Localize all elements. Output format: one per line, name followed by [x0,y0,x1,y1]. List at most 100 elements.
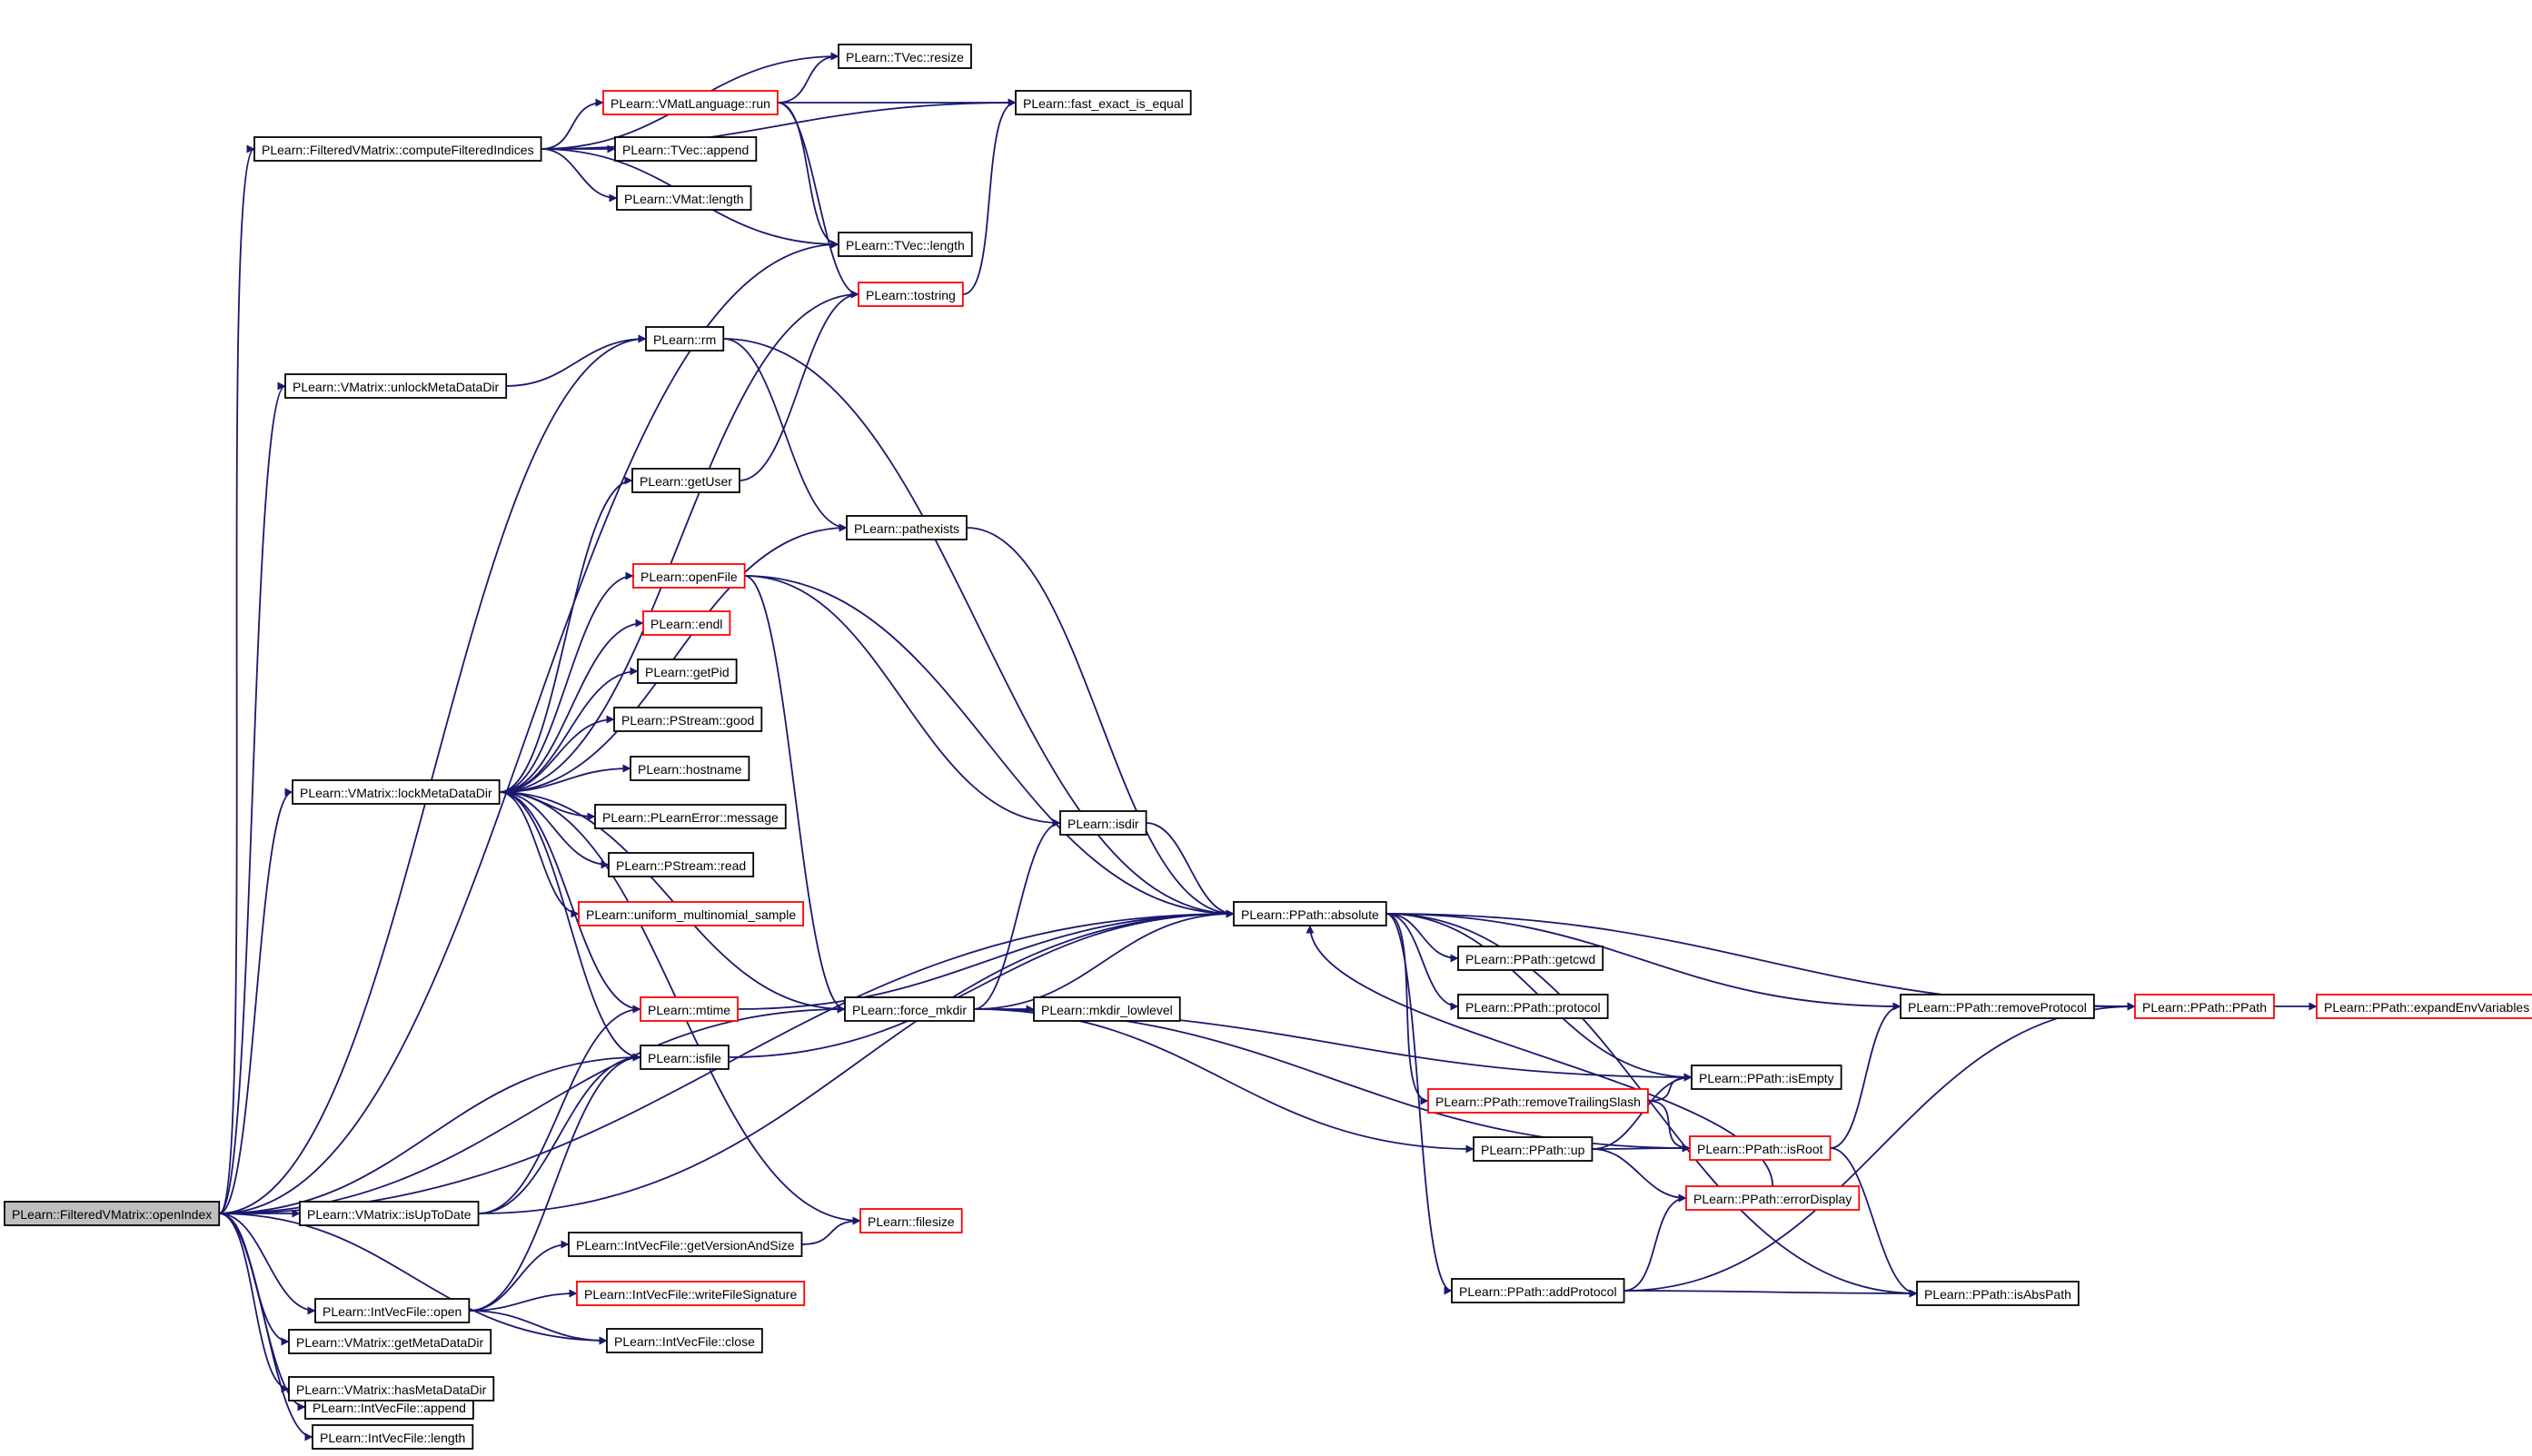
node-fast-exact-is-equal[interactable]: PLearn::fast_exact_is_equal [1015,90,1192,115]
node-ivf-length[interactable]: PLearn::IntVecFile::length [312,1424,474,1450]
edge-openIndex-to-computeFilteredIndices [218,144,255,1214]
node-ivf-getVersionAndSize[interactable]: PLearn::IntVecFile::getVersionAndSize [568,1232,803,1257]
node-vmat-length[interactable]: PLearn::VMat::length [616,185,752,211]
edge-arrow [974,909,1235,1010]
node-lockMetaDataDir[interactable]: PLearn::VMatrix::lockMetaDataDir [292,779,501,805]
node-getPid[interactable]: PLearn::getPid [637,659,738,684]
node-pathexists[interactable]: PLearn::pathexists [846,515,968,540]
node-ppath-protocol[interactable]: PLearn::PPath::protocol [1457,994,1609,1019]
edge-arrow [738,909,1235,1010]
node-isAbsPath[interactable]: PLearn::PPath::isAbsPath [1916,1281,2080,1306]
node-isUpToDate[interactable]: PLearn::VMatrix::isUpToDate [299,1201,480,1226]
edge-ppath-absolute-to-removeProtocol [1385,913,1901,1011]
node-tostring[interactable]: PLearn::tostring [858,282,964,307]
node-filesize[interactable]: PLearn::filesize [859,1208,963,1233]
node-force-mkdir[interactable]: PLearn::force_mkdir [844,996,975,1022]
node-isdir[interactable]: PLearn::isdir [1059,810,1147,836]
node-mtime[interactable]: PLearn::mtime [640,996,739,1022]
node-label: PLearn::VMatrix::lockMetaDataDir [300,786,492,800]
edge-arrow [469,1240,570,1312]
node-removeTrailingSlash[interactable]: PLearn::PPath::removeTrailingSlash [1427,1088,1649,1114]
node-box [838,232,973,257]
node-hasMetaDataDir[interactable]: PLearn::VMatrix::hasMetaDataDir [288,1376,495,1402]
node-endl[interactable]: PLearn::endl [642,610,731,636]
node-isRoot[interactable]: PLearn::PPath::isRoot [1689,1135,1832,1161]
node-unlockMetaDataDir[interactable]: PLearn::VMatrix::unlockMetaDataDir [284,373,508,399]
node-getUser[interactable]: PLearn::getUser [631,468,740,493]
node-ppath-up[interactable]: PLearn::PPath::up [1473,1136,1594,1162]
node-label: PLearn::PPath::absolute [1241,907,1379,922]
node-tvec-length[interactable]: PLearn::TVec::length [838,232,973,257]
edge-vmatlang-run-to-tvec-resize [777,52,839,104]
node-getMetaDataDir[interactable]: PLearn::VMatrix::getMetaDataDir [288,1329,492,1354]
edge-arrow [723,338,848,532]
edge-arrow [499,791,641,1014]
node-vmatlang-run[interactable]: PLearn::VMatLanguage::run [602,90,779,115]
node-pstream-good[interactable]: PLearn::PStream::good [613,707,763,732]
edge-arrow [728,909,1235,1058]
edge-arrow [1623,1002,2136,1292]
edge-arrow [541,98,604,150]
node-box [631,468,740,493]
node-expandEnvVariables[interactable]: PLearn::PPath::expandEnvVariables [2316,994,2532,1019]
node-box [645,326,725,352]
node-label: PLearn::VMatrix::getMetaDataDir [296,1335,484,1350]
node-box [642,610,731,636]
node-addProtocol[interactable]: PLearn::PPath::addProtocol [1451,1278,1625,1303]
node-ppath-getcwd[interactable]: PLearn::PPath::getcwd [1457,946,1604,971]
node-label: PLearn::VMatrix::unlockMetaDataDir [293,380,500,394]
node-hostname[interactable]: PLearn::hostname [630,756,750,781]
edge-arrow [499,619,644,793]
node-ivf-open[interactable]: PLearn::IntVecFile::open [314,1298,471,1323]
edge-arrow [1385,913,1459,1011]
node-box [616,185,752,211]
edge-openFile-to-ppath-absolute [744,575,1235,918]
node-label: PLearn::PPath::up [1481,1143,1585,1157]
node-writeFileSignature[interactable]: PLearn::IntVecFile::writeFileSignature [576,1281,806,1306]
node-computeFilteredIndices[interactable]: PLearn::FilteredVMatrix::computeFiltered… [253,136,542,162]
node-ivf-close[interactable]: PLearn::IntVecFile::close [606,1328,763,1353]
edge-arrow [499,791,846,1014]
node-tvec-resize[interactable]: PLearn::TVec::resize [838,44,972,69]
edge-arrow [1385,913,1459,963]
node-pstream-read[interactable]: PLearn::PStream::read [608,852,755,877]
node-label: PLearn::filesize [868,1214,955,1229]
node-tvec-append[interactable]: PLearn::TVec::append [614,136,758,162]
node-ppath-ctor[interactable]: PLearn::PPath::PPath [2134,994,2275,1019]
node-box [288,1329,492,1354]
node-ppath-absolute[interactable]: PLearn::PPath::absolute [1233,901,1387,926]
node-box [1900,994,2095,1019]
node-uniform-multinomial-sample[interactable]: PLearn::uniform_multinomial_sample [578,901,805,926]
edge-tostring-to-fast-exact-is-equal [962,98,1017,295]
edge-arrow [218,787,293,1214]
node-box [632,563,746,589]
edge-lockMetaDataDir-to-getUser [499,476,633,793]
node-errorDisplay[interactable]: PLearn::PPath::errorDisplay [1685,1185,1861,1211]
node-box [1233,901,1387,926]
edge-openIndex-to-ivf-open [219,1213,316,1315]
node-label: PLearn::PPath::protocol [1465,1000,1601,1015]
node-box [630,756,750,781]
edge-arrow [499,571,634,793]
node-box [838,44,972,69]
node-isEmpty[interactable]: PLearn::PPath::isEmpty [1691,1065,1842,1090]
node-openFile[interactable]: PLearn::openFile [632,563,746,589]
node-label: PLearn::endl [650,617,722,631]
node-plearnerror-message[interactable]: PLearn::PLearnError::message [594,804,787,829]
node-label: PLearn::PPath::errorDisplay [1693,1192,1852,1206]
node-rm[interactable]: PLearn::rm [645,326,725,352]
node-label: PLearn::PStream::good [621,713,754,728]
edge-arrow [962,98,1017,295]
edge-arrow [499,791,580,918]
node-isfile[interactable]: PLearn::isfile [640,1045,730,1070]
edge-arrow [219,1213,313,1441]
node-label: PLearn::isfile [648,1051,721,1065]
node-box [253,136,542,162]
edge-arrow [966,527,1235,918]
node-mkdir-lowlevel[interactable]: PLearn::mkdir_lowlevel [1033,996,1181,1022]
node-box [578,901,805,926]
node-openIndex[interactable]: PLearn::FilteredVMatrix::openIndex [4,1201,221,1226]
node-removeProtocol[interactable]: PLearn::PPath::removeProtocol [1900,994,2095,1019]
node-label: PLearn::FilteredVMatrix::openIndex [12,1207,212,1222]
